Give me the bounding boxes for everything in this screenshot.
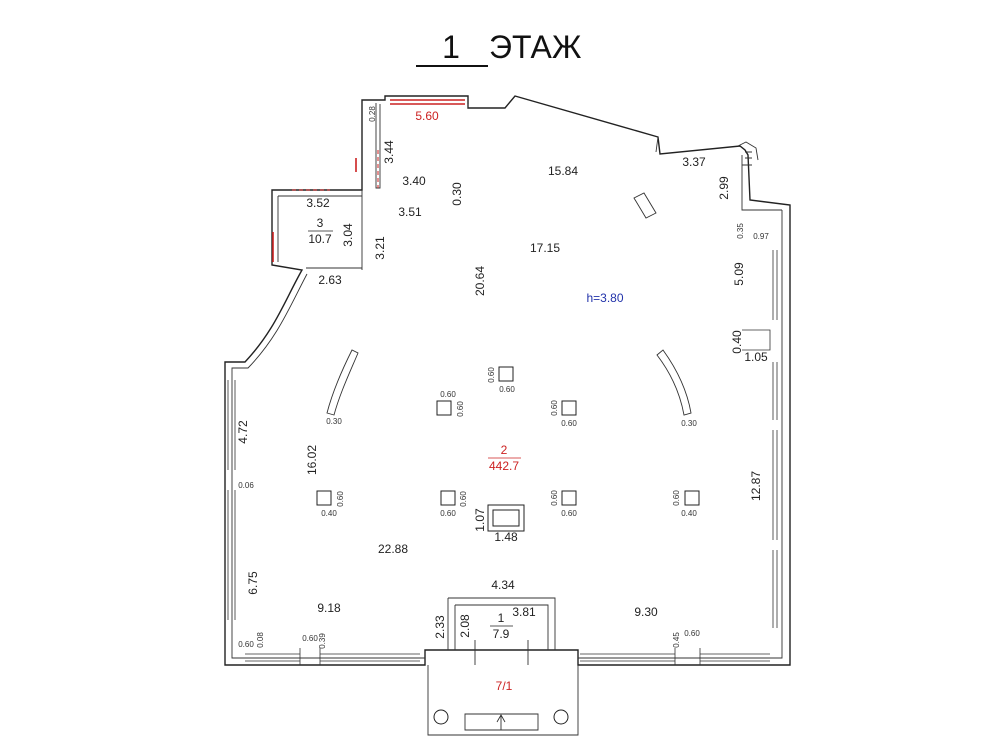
ceiling-height: h=3.80	[586, 291, 623, 305]
dim-030: 0.30	[450, 182, 464, 206]
dim-028: 0.28	[368, 106, 377, 122]
dim-097: 0.97	[753, 232, 769, 241]
diagonal-post	[633, 192, 657, 219]
left-arc-partition	[326, 349, 359, 416]
dim-321: 3.21	[373, 236, 387, 260]
dim-148: 1.48	[494, 530, 518, 544]
dim-2288: 22.88	[378, 542, 408, 556]
dim-304: 3.04	[341, 223, 355, 247]
dim-263: 2.63	[318, 273, 342, 287]
column-3-dim-a: 0.60	[550, 400, 559, 416]
column-6	[561, 490, 577, 506]
dim-208: 2.08	[458, 614, 472, 638]
dim-351: 3.51	[398, 205, 422, 219]
floor-title: 1 ЭТАЖ	[416, 28, 596, 70]
dim-337: 3.37	[682, 155, 706, 169]
left-windows	[227, 380, 236, 620]
column-7-dim-b: 0.40	[681, 509, 697, 518]
dim-107: 1.07	[473, 508, 487, 532]
room-3-walls	[277, 190, 363, 270]
column-2-dim-b: 0.60	[456, 401, 465, 417]
room-1-number: 1	[498, 611, 505, 625]
column-4-dim-a: 0.60	[336, 491, 345, 507]
porch-outline	[427, 665, 579, 736]
room-2-number: 2	[501, 443, 508, 457]
dim-1715: 17.15	[530, 241, 560, 255]
column-6-dim-b: 0.60	[561, 509, 577, 518]
dim-060b: 0.60	[302, 634, 318, 643]
floor-number-underline	[416, 65, 488, 67]
right-windows	[742, 250, 778, 628]
dim-040: 0.40	[730, 330, 744, 354]
dim-039: 0.39	[318, 633, 327, 649]
porch-circle-left	[433, 709, 449, 725]
corner-stair-mark	[737, 141, 759, 166]
top-window-red	[390, 99, 465, 105]
red-dashed-line	[292, 150, 379, 191]
dim-352: 3.52	[306, 196, 330, 210]
column-1	[498, 366, 514, 382]
room-3-number: 3	[317, 216, 324, 230]
column-7	[684, 490, 700, 506]
dim-299: 2.99	[717, 176, 731, 200]
dim-060a: 0.60	[238, 640, 254, 649]
column-2	[436, 400, 452, 416]
dim-035: 0.35	[736, 223, 745, 239]
dim-arc-right: 0.30	[681, 419, 697, 428]
dim-1602: 16.02	[305, 445, 319, 475]
porch-arrow	[496, 714, 506, 730]
dim-1584: 15.84	[548, 164, 578, 178]
room-1-area: 7.9	[493, 627, 510, 641]
column-5	[440, 490, 456, 506]
outer-wall	[224, 95, 791, 666]
dim-930: 9.30	[634, 605, 658, 619]
dim-1287: 12.87	[749, 471, 763, 501]
floor-word: ЭТАЖ	[489, 29, 582, 65]
dim-675: 6.75	[246, 571, 260, 595]
dim-344: 3.44	[382, 140, 396, 164]
dim-918: 9.18	[317, 601, 341, 615]
dim-arc-left: 0.30	[326, 417, 342, 426]
column-6-dim-a: 0.60	[550, 490, 559, 506]
room-2-area: 442.7	[489, 459, 519, 473]
bottom-windows	[245, 648, 770, 665]
column-1-dim-b: 0.60	[499, 385, 515, 394]
dim-381: 3.81	[512, 605, 536, 619]
column-3-dim-b: 0.60	[561, 419, 577, 428]
column-7-dim-a: 0.60	[672, 490, 681, 506]
column-4-dim-b: 0.40	[321, 509, 337, 518]
dim-045: 0.45	[672, 632, 681, 648]
column-2-dim-a: 0.60	[440, 390, 456, 399]
dim-509: 5.09	[732, 262, 746, 286]
dim-008: 0.08	[256, 632, 265, 648]
dim-006: 0.06	[238, 481, 254, 490]
central-feature-inner	[492, 509, 520, 527]
room-3-area: 10.7	[308, 232, 332, 246]
column-4	[316, 490, 332, 506]
dim-472: 4.72	[236, 420, 250, 444]
dim-105: 1.05	[744, 350, 768, 364]
right-arc-partition	[656, 349, 692, 416]
dim-340: 3.40	[402, 174, 426, 188]
room-1-walls	[447, 597, 556, 665]
dim-060c: 0.60	[684, 629, 700, 638]
dim-2064: 20.64	[473, 266, 487, 296]
porch-label: 7/1	[496, 679, 513, 693]
column-5-dim-a: 0.60	[459, 491, 468, 507]
floor-number: 1	[442, 29, 460, 65]
column-5-dim-b: 0.60	[440, 509, 456, 518]
column-1-dim-a: 0.60	[487, 367, 496, 383]
dim-434: 4.34	[491, 578, 515, 592]
dim-233: 2.33	[433, 615, 447, 639]
column-3	[561, 400, 577, 416]
porch-circle-right	[553, 709, 569, 725]
dim-top-window: 5.60	[415, 109, 439, 123]
